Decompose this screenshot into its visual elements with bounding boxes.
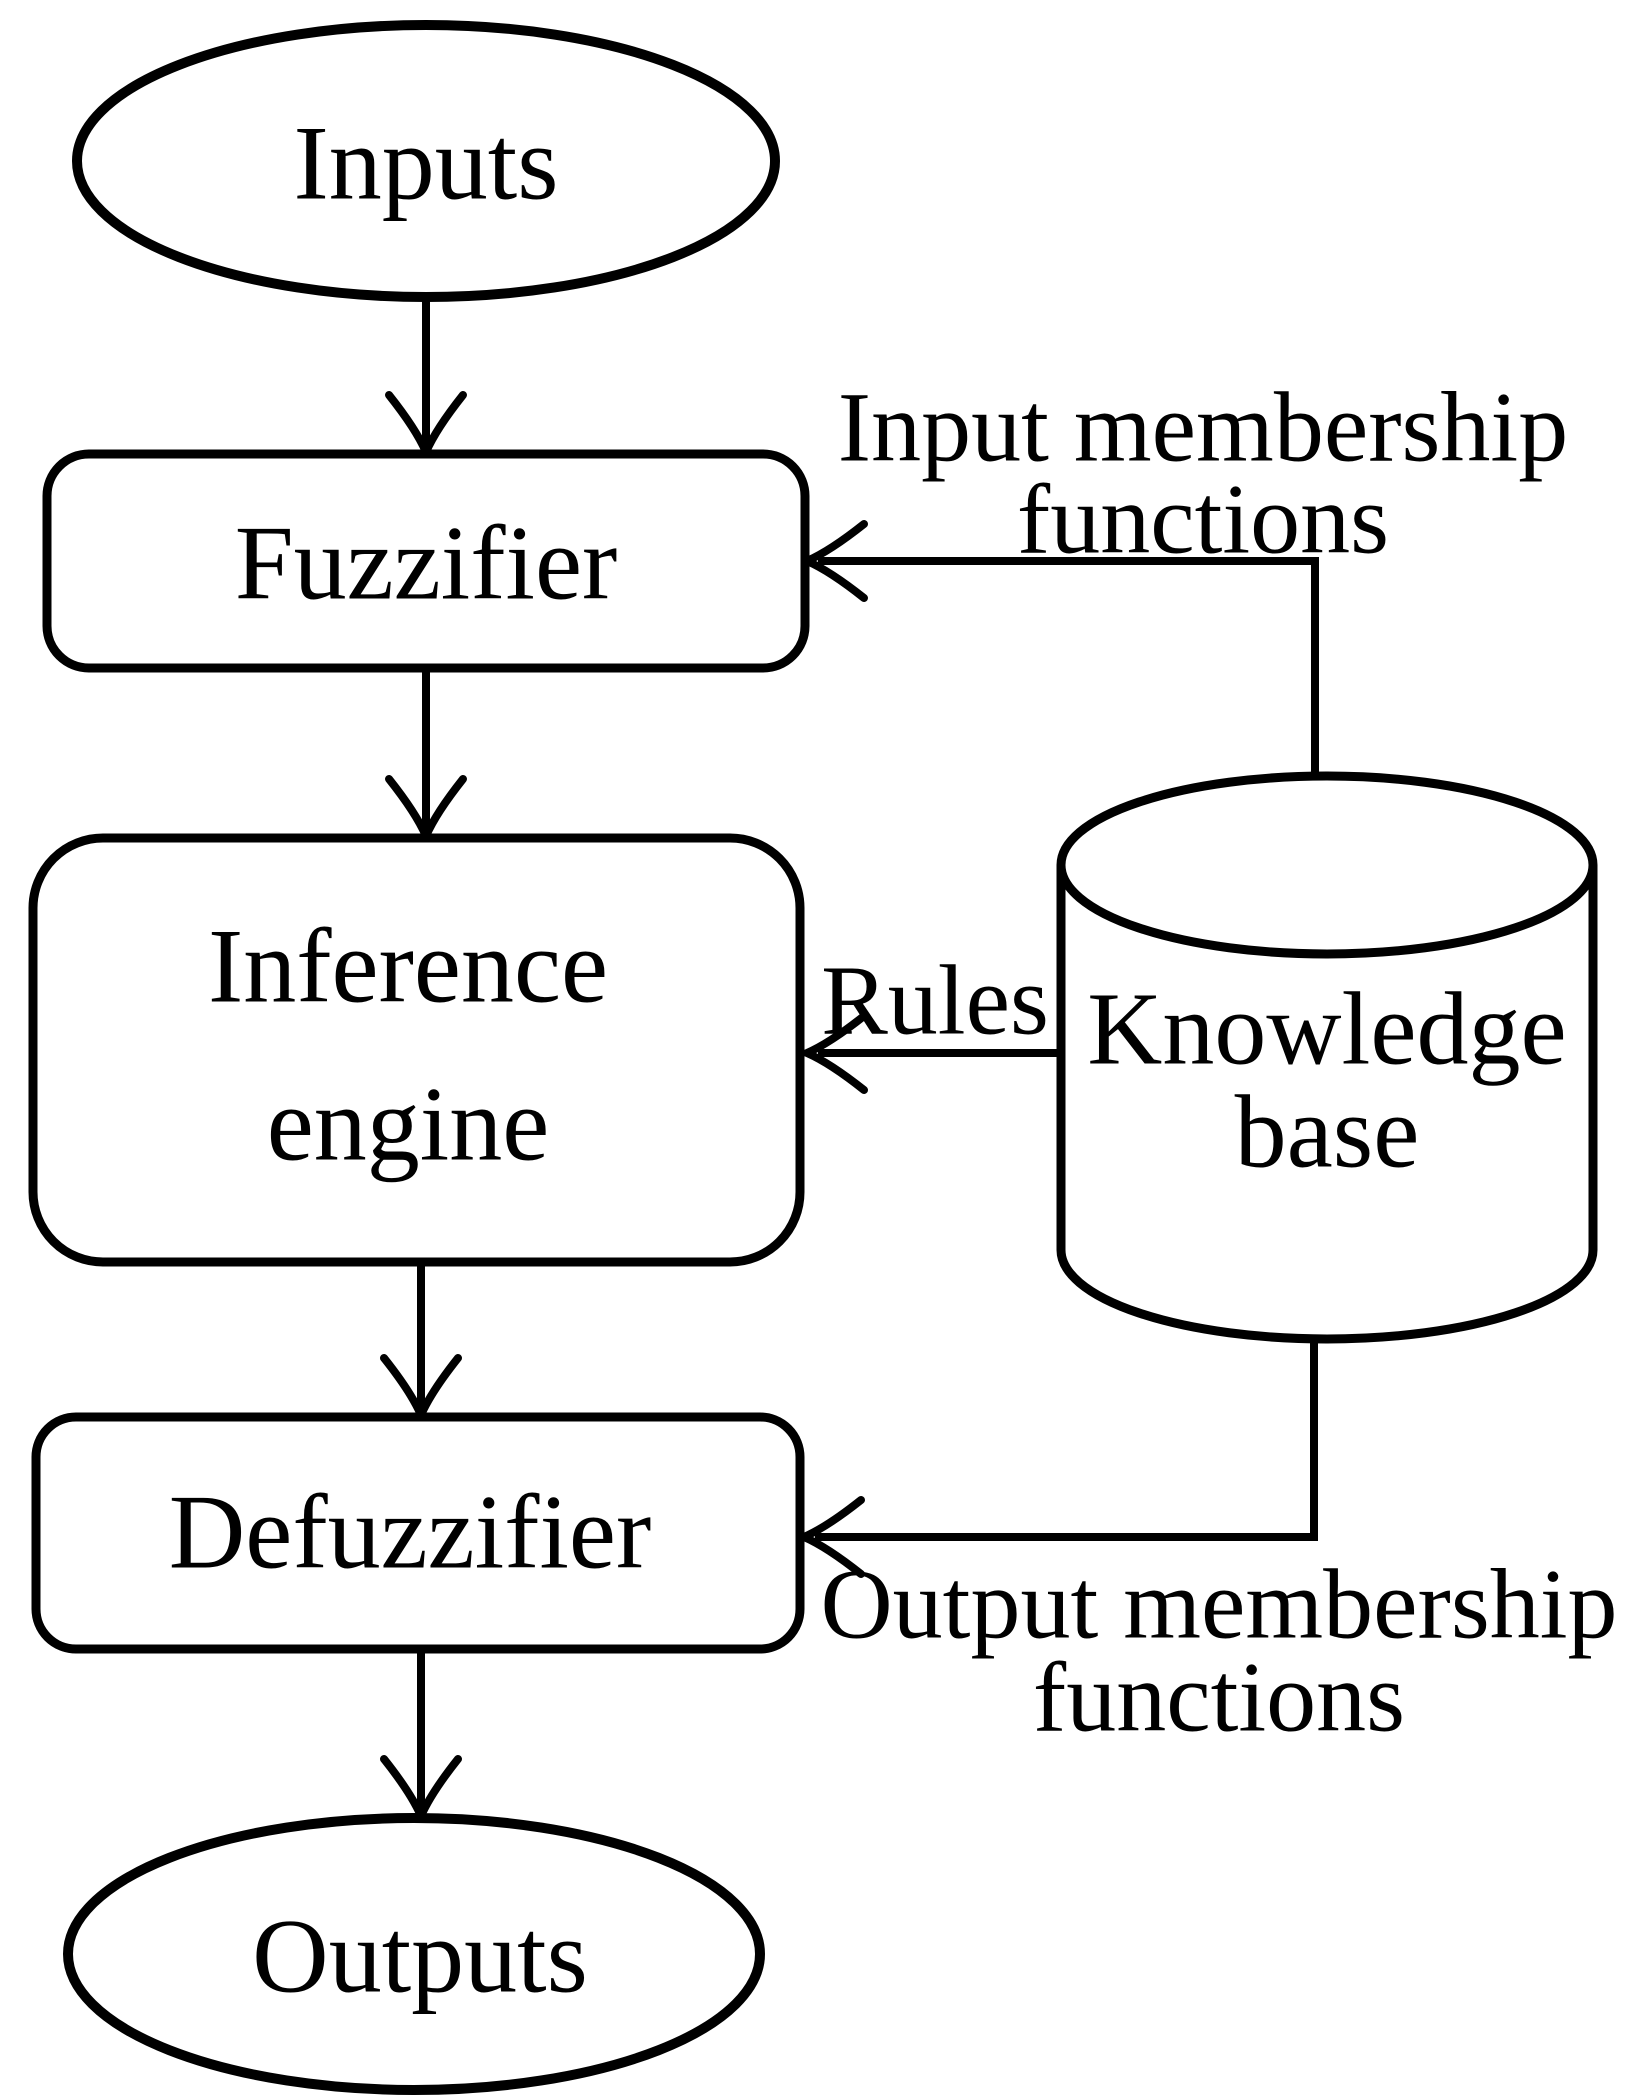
output-membership-label-line1: Output membership (820, 1549, 1617, 1660)
inputs-ellipse (72, 20, 780, 302)
inference-engine-label-line2: engine (267, 1066, 550, 1183)
arrow-shaft (818, 557, 1319, 780)
fuzzifier-box (42, 449, 810, 673)
fuzzifier-label: Fuzzifier (235, 505, 618, 622)
inputs-label: Inputs (294, 105, 559, 222)
knowledge-base-label-line1: Knowledge (1087, 972, 1566, 1087)
input-membership-label-line2: functions (1017, 464, 1389, 575)
arrow-defuzzifier-to-outputs (380, 1649, 462, 1827)
knowledge-base-node: Knowledge base (1056, 771, 1598, 1344)
input-membership-functions-label: Input membership functions (838, 372, 1568, 575)
defuzzifier-label: Defuzzifier (169, 1474, 652, 1591)
inference-engine-node: Inference engine (28, 833, 805, 1267)
arrow-kb-to-inference (796, 1012, 1064, 1094)
input-membership-label-line1: Input membership (838, 372, 1568, 483)
inference-engine-box (28, 833, 805, 1267)
arrowhead-left-icon (796, 1012, 868, 1094)
arrow-inputs-to-fuzzifier (385, 296, 467, 463)
arrow-shaft (815, 1335, 1318, 1541)
rules-label: Rules (821, 945, 1049, 1056)
outputs-ellipse (63, 1813, 765, 2095)
outputs-node: Outputs (63, 1813, 765, 2095)
arrow-inference-to-defuzzifier (380, 1262, 462, 1426)
output-membership-functions-label: Output membership functions (820, 1549, 1617, 1753)
arrow-fuzzifier-to-inference (385, 668, 467, 847)
defuzzifier-node: Defuzzifier (31, 1412, 805, 1654)
outputs-label: Outputs (252, 1898, 588, 2015)
fuzzifier-node: Fuzzifier (42, 449, 810, 673)
inputs-node: Inputs (72, 20, 780, 302)
arrow-kb-to-defuzzifier (793, 1335, 1318, 1578)
database-cylinder-body (1056, 865, 1598, 1344)
output-membership-label-line2: functions (1033, 1642, 1405, 1753)
database-cylinder-top (1056, 771, 1598, 959)
rules-label-text: Rules (821, 945, 1049, 1056)
knowledge-base-label-line2: base (1235, 1075, 1420, 1190)
defuzzifier-box (31, 1412, 805, 1654)
inference-engine-label-line1: Inference (208, 908, 608, 1025)
